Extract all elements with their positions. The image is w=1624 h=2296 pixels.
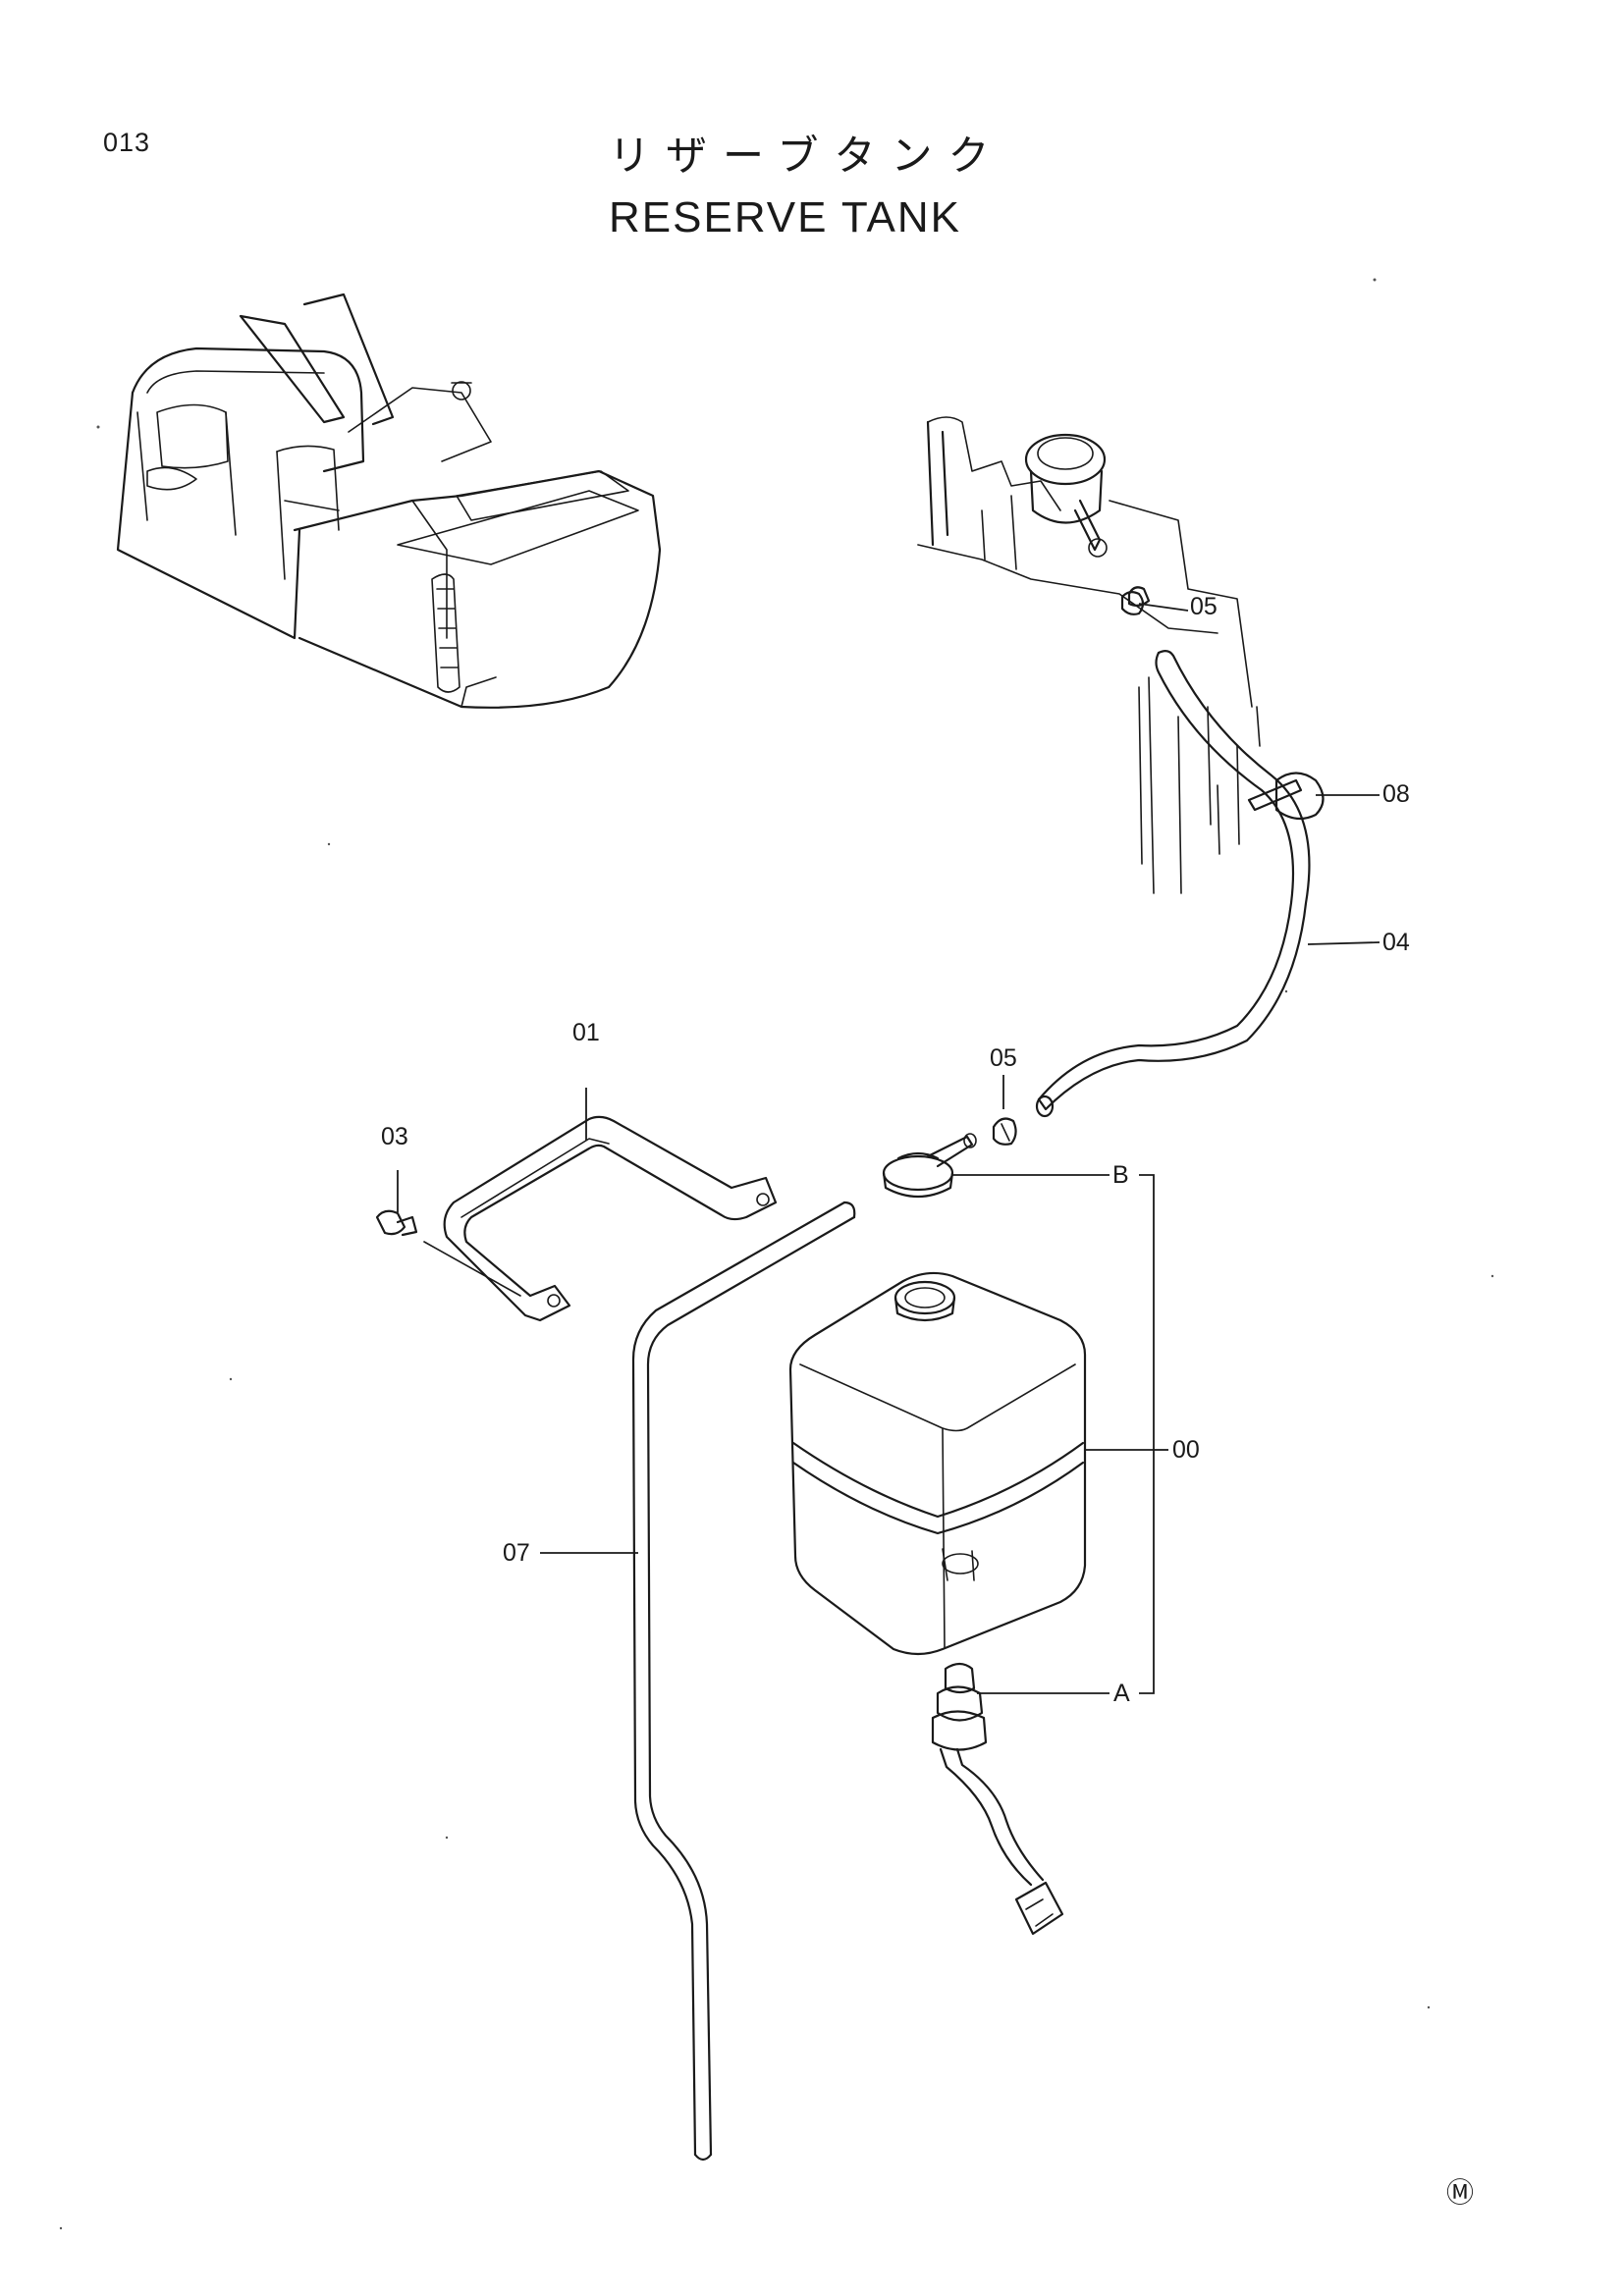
callout-04: 04 — [1382, 929, 1410, 956]
bolt-03 — [375, 1209, 521, 1297]
callout-01: 01 — [572, 1019, 600, 1046]
cap-b — [882, 1133, 977, 1198]
callout-08: 08 — [1382, 780, 1410, 808]
callout-ref-b: B — [1112, 1161, 1129, 1189]
pipe-07 — [631, 1201, 856, 2162]
callout-05-lower: 05 — [990, 1044, 1017, 1072]
clamp-05-lower — [992, 1117, 1017, 1146]
callout-07: 07 — [503, 1539, 530, 1567]
clip-08 — [1247, 772, 1325, 821]
callout-05-upper: 05 — [1190, 593, 1218, 620]
title-japanese: リザーブタンク — [609, 132, 1005, 180]
callout-leaders — [397, 603, 1380, 1694]
reserve-tank-00 — [788, 1271, 1087, 1656]
level-sensor-a — [931, 1662, 1064, 1936]
excavator-overview-illustration — [116, 293, 662, 709]
radiator-mount-detail — [917, 416, 1261, 894]
callout-ref-a: A — [1113, 1680, 1130, 1707]
title-english: RESERVE TANK — [609, 193, 962, 241]
page-number: 013 — [103, 128, 151, 157]
callout-03: 03 — [381, 1123, 408, 1150]
scan-specks — [59, 278, 1494, 2230]
callout-00: 00 — [1172, 1436, 1200, 1464]
hose-04 — [1035, 649, 1311, 1118]
manufacturer-mark: Ⓜ — [1446, 2177, 1475, 2208]
bracket-01 — [443, 1115, 778, 1322]
